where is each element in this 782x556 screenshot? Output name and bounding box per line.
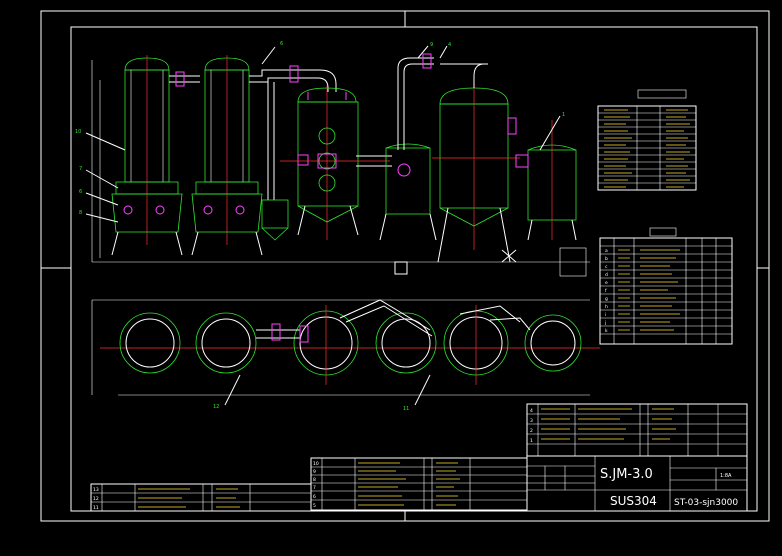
rev-row-2: 2 [530,428,533,434]
leader-7: 7 [79,166,82,172]
nozzle-row-g: g [605,297,608,302]
mid-parts-row-6: 6 [313,494,316,500]
leader-top-6: 6 [280,41,283,47]
nozzle-row-a: a [605,249,608,254]
leader-8: 8 [79,210,82,216]
nozzle-row-j: j [604,320,606,326]
rev-row-3: 3 [530,418,533,424]
nozzle-row-h: h [605,304,608,310]
parts-row-13: 13 [93,487,99,493]
nozzle-row-b: b [605,256,608,262]
material-label: SUS304 [610,494,657,508]
leader-6: 6 [79,189,82,195]
leader-1: 1 [562,112,565,118]
mid-parts-row-9: 9 [313,469,316,475]
leader-12: 12 [213,404,219,410]
condenser [515,120,587,277]
nozzle-row-k: k [605,328,608,334]
nozzle-row-e: e [605,281,608,286]
inner-border [70,26,758,512]
scale-label: 1:8A [720,473,732,479]
separator-1 [297,85,359,240]
heater-column-3 [379,53,437,241]
nozzle-row-i: i [605,312,606,318]
heater-2 [191,55,263,256]
nozzle-table: a b c d e f g h i j k [599,227,733,345]
drawing-title: S.JM-3.0 [600,467,653,482]
heater-1 [111,55,183,256]
plan-view [91,299,600,396]
nozzle-row-d: d [605,272,608,278]
leader-11: 11 [403,406,409,412]
drawing-number: ST-03-sjn3000 [674,498,738,508]
leader-labels: 6 9 4 1 10 7 6 8 12 11 [75,41,565,412]
nozzle-row-f: f [605,288,607,294]
rev-row-4: 4 [530,408,533,414]
leader-top-9: 9 [430,42,433,48]
front-elevation [91,53,590,277]
parts-row-12: 12 [93,496,99,502]
rev-row-1: 1 [530,438,533,444]
mid-parts-row-8: 8 [313,477,316,483]
leader-10: 10 [75,129,81,135]
title-block: 4 3 2 1 10 9 8 7 6 5 [90,403,748,512]
parts-row-11: 11 [93,505,99,511]
mid-parts-row-10: 10 [313,461,319,467]
leader-top-4: 4 [448,42,451,48]
tech-spec-table [597,89,697,191]
nozzle-row-c: c [605,265,608,270]
mid-parts-row-7: 7 [313,485,316,491]
mid-parts-row-5: 5 [313,503,316,509]
separator-2 [432,63,520,263]
